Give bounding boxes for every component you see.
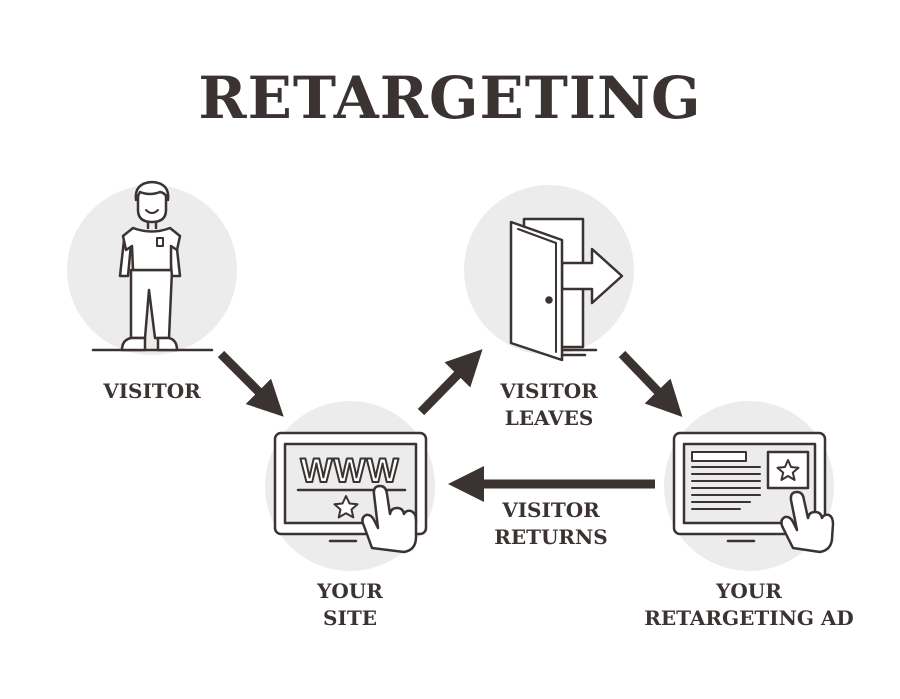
person-icon bbox=[91, 180, 214, 352]
visitor-leaves-label: VISITOR LEAVES bbox=[500, 379, 598, 430]
door-exit-icon bbox=[509, 217, 624, 362]
www-text: WWW bbox=[300, 452, 399, 490]
visitor-label: VISITOR bbox=[103, 379, 201, 403]
visitor-returns-label: VISITOR RETURNS bbox=[494, 498, 608, 549]
arrow-leaves-to-ad bbox=[618, 350, 683, 417]
website-screen-icon: WWW bbox=[273, 431, 428, 554]
flow-arrows bbox=[217, 349, 683, 502]
arrow-site-to-leaves bbox=[417, 349, 483, 416]
diagram-title: RETARGETING bbox=[198, 64, 702, 132]
your-retargeting-ad-label: YOUR RETARGETING AD bbox=[644, 579, 854, 630]
your-site-label: YOUR SITE bbox=[317, 579, 383, 630]
ad-screen-icon bbox=[672, 431, 835, 554]
arrow-visitor-to-site bbox=[217, 350, 284, 417]
